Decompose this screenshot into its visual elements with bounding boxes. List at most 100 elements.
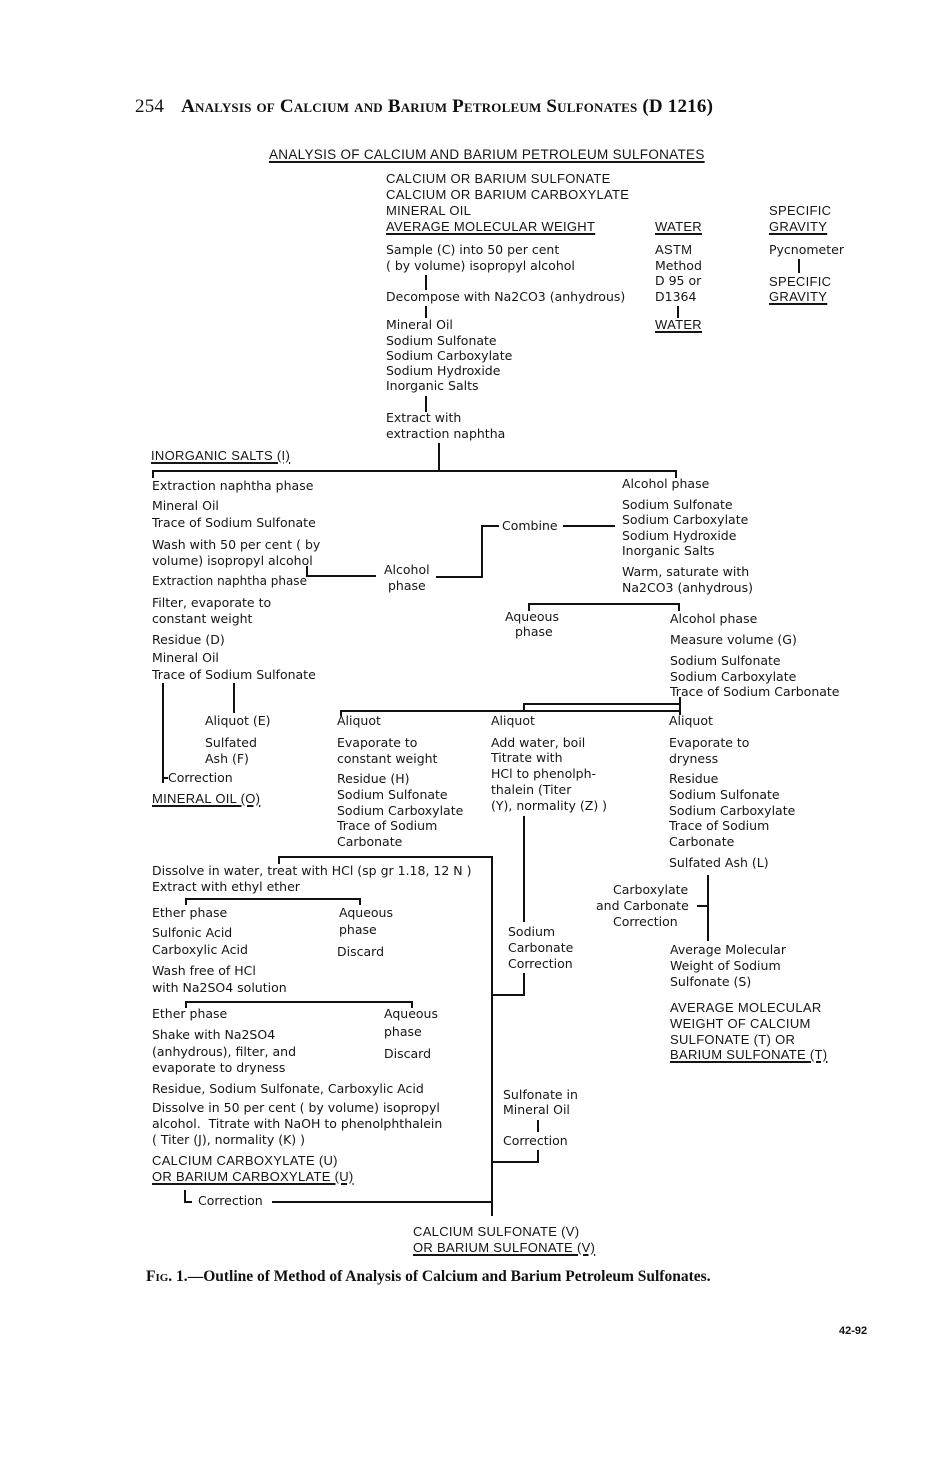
alcohol-content-3: Sodium Hydroxide — [622, 528, 737, 543]
sulfonate-in-oil-correction: Correction — [503, 1133, 568, 1148]
shake-3: evaporate to dryness — [152, 1060, 286, 1075]
carboxylate-result-2: OR BARIUM CARBOXYLATE (U) — [152, 1169, 354, 1184]
naphtha-filter-2: constant weight — [152, 611, 253, 626]
connector — [481, 525, 483, 578]
ash-residue-4: Carbonate — [669, 834, 735, 849]
na-carbonate-corr-3: Correction — [508, 956, 573, 971]
alcohol2-content-3: Trace of Sodium Carbonate — [670, 684, 840, 699]
residue-h-2: Sodium Carboxylate — [337, 803, 464, 818]
water-method-4: D1364 — [655, 289, 697, 304]
connector — [679, 697, 681, 715]
connector — [523, 973, 525, 995]
naphtha-heading: Extraction naphtha phase — [152, 478, 314, 493]
sg-heading-1: SPECIFIC — [769, 203, 832, 218]
connector — [278, 856, 492, 858]
naphtha-wash-2: volume) isopropyl alcohol — [152, 553, 313, 568]
connector — [528, 603, 530, 611]
water-method-2: Method — [655, 258, 702, 273]
connector — [537, 1150, 539, 1162]
measure-volume: Measure volume (G) — [670, 632, 797, 647]
aliquot-h-step-2: constant weight — [337, 751, 438, 766]
connector — [678, 603, 680, 611]
connector — [152, 470, 154, 478]
connector — [492, 994, 525, 996]
dissolve-line2: Extract with ethyl ether — [152, 879, 300, 894]
connector — [425, 306, 427, 318]
ash-residue-0: Residue — [669, 771, 719, 786]
split-line — [185, 1001, 413, 1003]
aliquot-h-step-1: Evaporate to — [337, 735, 418, 750]
connector — [425, 396, 427, 412]
avg-mw-3: Sulfonate (S) — [670, 974, 752, 989]
dissolve-line1: Dissolve in water, treat with HCl (sp gr… — [152, 863, 472, 878]
amw-step1-line2: ( by volume) isopropyl alcohol — [386, 258, 575, 273]
water-method-3: D 95 or — [655, 273, 702, 288]
mixture-1: Mineral Oil — [386, 317, 453, 332]
amw-heading: AVERAGE MOLECULAR WEIGHT — [386, 219, 596, 234]
sg-heading-2: GRAVITY — [769, 219, 828, 234]
acid-residue: Residue, Sodium Sulfonate, Carboxylic Ac… — [152, 1081, 424, 1096]
residue-h-1: Sodium Sulfonate — [337, 787, 448, 802]
alcohol-content-4: Inorganic Salts — [622, 543, 715, 558]
connector — [677, 306, 679, 318]
titrate-naoh-1: Dissolve in 50 per cent ( by volume) iso… — [152, 1100, 440, 1115]
connector — [184, 1201, 192, 1203]
footer-code: 42-92 — [839, 1325, 868, 1337]
connector — [675, 470, 677, 478]
connector — [436, 576, 482, 578]
connector — [798, 259, 800, 273]
ash-residue-2: Sodium Carboxylate — [669, 803, 796, 818]
ash-f: Ash (F) — [205, 751, 249, 766]
aliquot-e: Aliquot (E) — [205, 713, 271, 728]
aqueous1-1: Aqueous — [339, 905, 393, 920]
alcohol2-content-2: Sodium Carboxylate — [670, 669, 797, 684]
extract-line2: extraction naphtha — [386, 426, 506, 441]
sg-result-1: SPECIFIC — [769, 274, 832, 289]
wash-hcl-2: with Na2SO4 solution — [152, 980, 287, 995]
titrate-naoh-3: ( Titer (J), normality (K) ) — [152, 1132, 306, 1147]
connector — [340, 710, 342, 716]
diagram-title: ANALYSIS OF CALCIUM AND BARIUM PETROLEUM… — [269, 147, 705, 162]
connector — [707, 875, 709, 941]
titrate-step-4: thalein (Titer — [491, 782, 572, 797]
naphtha-phase-2: Extraction naphtha phase — [152, 574, 307, 588]
sg-method: Pycnometer — [769, 242, 844, 257]
figure-caption-text: —Outline of Method of Analysis of Calciu… — [187, 1268, 711, 1285]
ash-residue-3: Trace of Sodium — [669, 818, 770, 833]
connector — [272, 1201, 492, 1203]
naphtha-filter-1: Filter, evaporate to — [152, 595, 272, 610]
connector — [438, 443, 440, 471]
connector — [185, 1001, 187, 1008]
residue-d: Residue (D) — [152, 632, 225, 647]
na-carbonate-corr-2: Carbonate — [508, 940, 574, 955]
avg-mw-1: Average Molecular — [670, 942, 786, 957]
split-line — [340, 710, 681, 712]
aliquot-ash-heading: Aliquot — [669, 713, 713, 728]
connector — [492, 1161, 539, 1163]
alcohol-warm-2: Na2CO3 (anhydrous) — [622, 580, 753, 595]
carboxylate-result-1: CALCIUM CARBOXYLATE (U) — [152, 1153, 338, 1168]
naphtha-content-1: Mineral Oil — [152, 498, 219, 513]
connector — [278, 856, 280, 864]
aqueous-label-1: Aqueous — [505, 609, 559, 624]
connector — [306, 566, 308, 576]
water-method-1: ASTM — [655, 242, 693, 257]
connector — [162, 777, 168, 779]
naphtha-wash-1: Wash with 50 per cent ( by — [152, 537, 321, 552]
alcohol-content-2: Sodium Carboxylate — [622, 512, 749, 527]
extract-line1: Extract with — [386, 410, 462, 425]
aqueous1-2: phase — [339, 922, 377, 937]
shake-1: Shake with Na2SO4 — [152, 1027, 276, 1042]
connector — [697, 905, 707, 907]
connector — [359, 898, 361, 905]
mineral-oil-correction: Correction — [168, 770, 233, 785]
mixture-2: Sodium Sulfonate — [386, 333, 497, 348]
connector — [411, 1001, 413, 1008]
sulfated-1: Sulfated — [205, 735, 257, 750]
titrate-step-5: (Y), normality (Z) ) — [491, 798, 608, 813]
carboxylate-correction: Correction — [198, 1193, 263, 1208]
ash-residue-1: Sodium Sulfonate — [669, 787, 780, 802]
connector — [537, 1120, 539, 1132]
residue-h-3: Trace of Sodium — [337, 818, 438, 833]
running-head-title: Analysis of Calcium and Barium Petroleum… — [181, 96, 714, 117]
